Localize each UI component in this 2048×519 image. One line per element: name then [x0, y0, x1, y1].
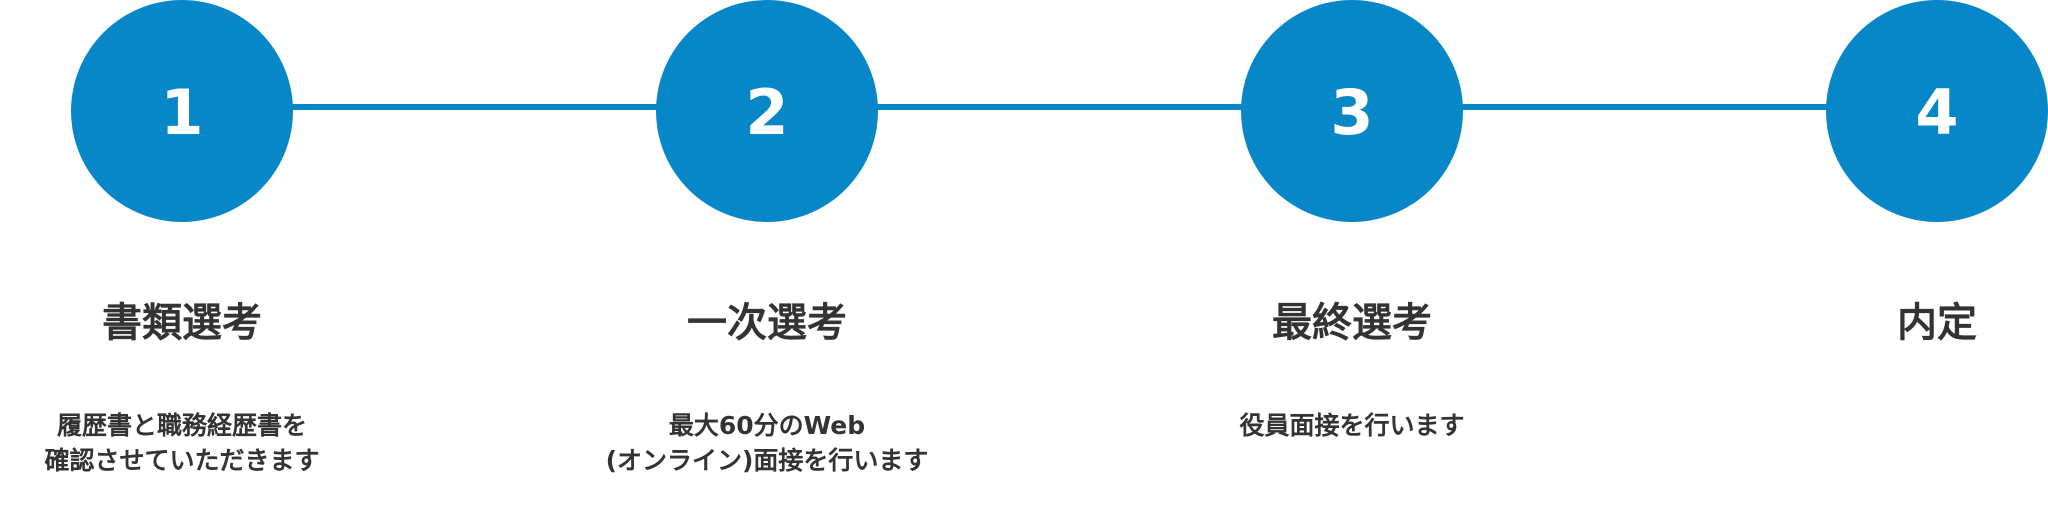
step-2-description-line-1: 最大60分のWeb — [668, 411, 866, 440]
step-3-description-line-1: 役員面接を行います — [1239, 411, 1465, 440]
step-1-description-line-2: 確認させていただきます — [44, 446, 320, 475]
step-3-number: 3 — [1330, 76, 1374, 149]
step-2-description-line-2: (オンライン)面接を行います — [605, 446, 929, 475]
step-4-title: 内定 — [1897, 300, 1977, 346]
step-2-description: 最大60分のWeb (オンライン)面接を行います — [567, 408, 967, 478]
step-1-title: 書類選考 — [102, 300, 262, 346]
step-4-number: 4 — [1915, 76, 1959, 149]
connector-line-1-2 — [290, 104, 658, 110]
step-1-circle: 1 — [71, 0, 293, 222]
connector-line-3-4 — [1460, 104, 1828, 110]
step-4-circle: 4 — [1826, 0, 2048, 222]
step-2-circle: 2 — [656, 0, 878, 222]
step-1-description-line-1: 履歴書と職務経歴書を — [56, 411, 307, 440]
step-3-description: 役員面接を行います — [1152, 408, 1552, 443]
step-3-circle: 3 — [1241, 0, 1463, 222]
step-1-number: 1 — [160, 76, 204, 149]
step-3-title: 最終選考 — [1272, 300, 1432, 346]
step-2-number: 2 — [745, 76, 789, 149]
step-1-description: 履歴書と職務経歴書を 確認させていただきます — [0, 408, 382, 478]
step-2-title: 一次選考 — [687, 300, 847, 346]
connector-line-2-3 — [875, 104, 1243, 110]
